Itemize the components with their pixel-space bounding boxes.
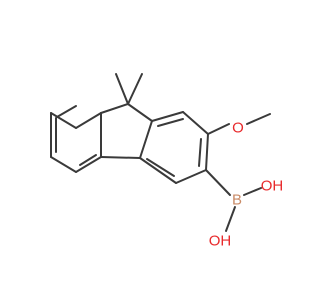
- bond-right-ring-double-a: [157, 118, 184, 127]
- bond-methoxy-o-ch3: [246, 113, 271, 125]
- bond-five-ring-3: [139, 120, 153, 159]
- structural-formula: O B OH OH: [50, 73, 284, 250]
- bond-left-ring-1: [75, 112, 102, 129]
- bond-layer: [50, 73, 271, 232]
- bond-five-ring-2: [127, 103, 153, 122]
- bond-right-ring-1: [151, 111, 184, 122]
- bond-right-ring-5: [139, 157, 177, 184]
- bond-right-ring-4: [175, 169, 207, 184]
- atom-label-boron: B: [232, 192, 242, 209]
- bond-right-ring-2: [182, 111, 209, 135]
- bond-boron-oh-bottom: [225, 206, 236, 232]
- bond-methyl-right: [127, 73, 143, 105]
- atom-label-hydroxyl-bottom: OH: [209, 233, 232, 250]
- bond-right-ring-3: [205, 133, 209, 171]
- bond-boron-oh-right: [243, 187, 262, 196]
- bond-left-ring-4: [50, 156, 77, 173]
- bond-left-ring-double-a: [56, 105, 77, 118]
- bond-left-ring-6: [50, 112, 77, 129]
- bond-left-ring-3: [75, 156, 102, 173]
- molecule-diagram-canvas: O B OH OH: [50, 73, 284, 250]
- bond-right-ring-double-b: [198, 138, 202, 167]
- bond-methoxy-c-o: [207, 123, 230, 135]
- atom-label-hydroxyl-right: OH: [261, 178, 284, 195]
- bond-left-ring-double-c: [79, 154, 97, 166]
- bond-five-ring-4: [100, 156, 141, 159]
- bond-five-ring-1: [100, 103, 129, 114]
- bond-methyl-left: [115, 73, 129, 105]
- atom-label-methoxy-oxygen: O: [232, 120, 244, 137]
- bond-right-ring-double-c: [146, 158, 175, 177]
- bond-c-boron: [205, 169, 231, 196]
